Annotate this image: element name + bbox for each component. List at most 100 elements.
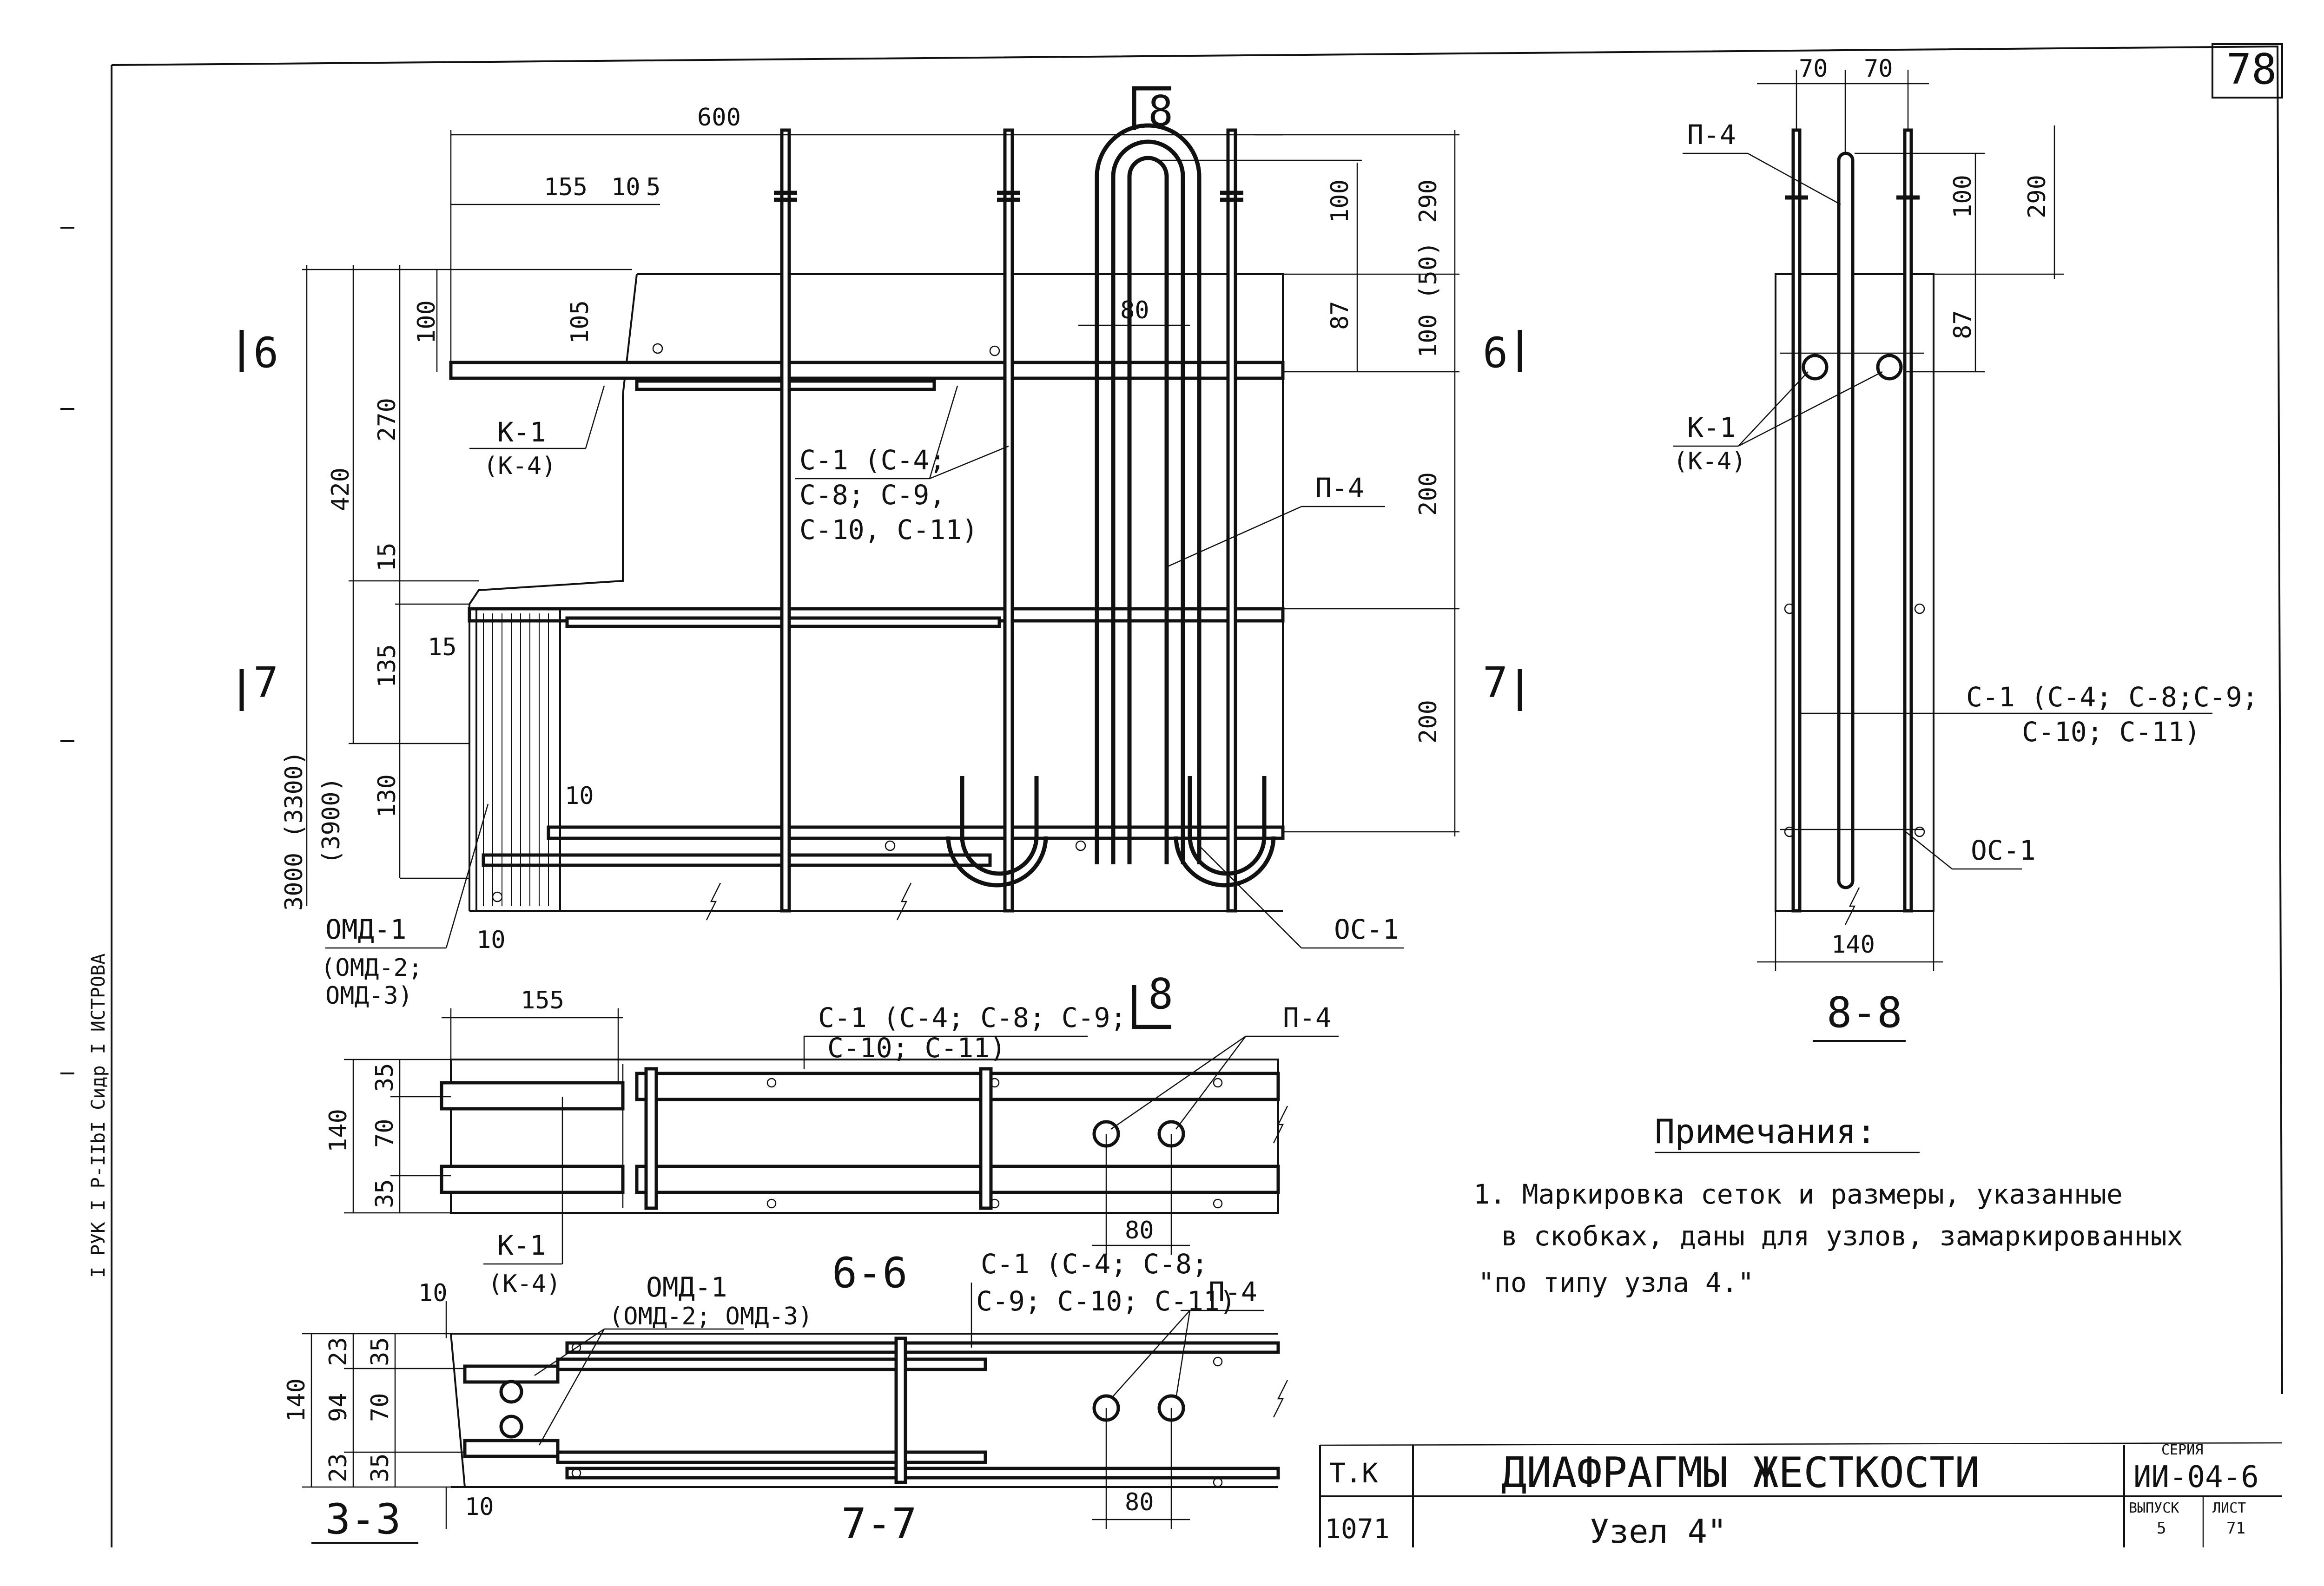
- s77-d10bot: 10: [465, 1493, 494, 1521]
- s66-label-c1-line2: С-10; С-11): [827, 1032, 1006, 1064]
- s77-label-omd23: (ОМД-2; ОМД-3): [609, 1303, 812, 1330]
- s77-label-p4: П-4: [1208, 1276, 1257, 1308]
- dim-h130: 130: [373, 774, 401, 818]
- s77-d70: 70: [366, 1393, 394, 1422]
- s88-d100: 100: [1949, 175, 1977, 218]
- s88-d140: 140: [1831, 931, 1875, 959]
- s88-label-k4: (К-4): [1673, 448, 1746, 475]
- s88-label-p4: П-4: [1687, 119, 1736, 151]
- cut6-right: 6: [1483, 329, 1508, 377]
- s77-d23b: 23: [324, 1453, 352, 1482]
- dim-h270: 270: [373, 398, 401, 441]
- s88-d290: 290: [2023, 175, 2051, 218]
- label-c1-line2: С-8; С-9,: [799, 479, 945, 511]
- s77-label-c1-line2: С-9; С-10; С-11): [976, 1285, 1236, 1317]
- s77-d23a: 23: [324, 1337, 352, 1366]
- top-dimensions: 600 155 10 5: [450, 104, 1283, 362]
- s88-d87: 87: [1949, 310, 1977, 339]
- tb-series: ИИ-04-6: [2133, 1460, 2259, 1494]
- label-omd3: ОМД-3): [325, 982, 413, 1010]
- section-8-8: 70 70 100 290 87 140 П-4 К-1 (К-4) С-1 (…: [1673, 55, 2258, 1042]
- cut8-bottom: 8: [1148, 970, 1173, 1019]
- section-cut-markers: 6 6 7 7 8 8: [239, 86, 1522, 1029]
- s88-label-c1-line2: С-10; С-11): [2022, 716, 2200, 748]
- tb-issue-label: ВЫПУСК: [2129, 1500, 2179, 1516]
- s66-title: 6-6: [832, 1249, 908, 1297]
- title-block: Т.К 1071 ДИАФРАГМЫ ЖЕСТКОСТИ Узел 4" СЕР…: [1319, 1442, 2282, 1551]
- dim-w600: 600: [697, 104, 741, 132]
- page-number: 78: [2226, 45, 2277, 94]
- s33-title: 3-3: [325, 1495, 401, 1544]
- dim-hAll: 3000 (3300): [280, 751, 308, 911]
- s77-d94: 94: [324, 1393, 352, 1422]
- s88-d70b: 70: [1864, 55, 1893, 83]
- tb-title: ДИАФРАГМЫ ЖЕСТКОСТИ: [1501, 1448, 1980, 1497]
- dim-h105: 105: [566, 300, 594, 344]
- label-c1-line1: С-1 (С-4;: [799, 444, 945, 476]
- left-margin-text: I РУК I Р-IIbI Сидр I ИСТРОВА: [88, 954, 109, 1278]
- dim-r100_50: 100 (50): [1414, 242, 1442, 358]
- dim-r87: 87: [1326, 301, 1354, 330]
- cut8-top: 8: [1148, 87, 1173, 136]
- dim-h15b: 15: [428, 633, 457, 661]
- s88-title: 8-8: [1827, 988, 1902, 1037]
- s77-label-omd1: ОМД-1: [646, 1271, 727, 1303]
- dim-hAll2: (3900): [317, 777, 345, 864]
- notes-line3: "по типу узла 4.": [1478, 1267, 1754, 1298]
- dim-r200b: 200: [1414, 700, 1442, 744]
- s77-label-c1-line1: С-1 (С-4; С-8;: [981, 1248, 1208, 1280]
- s77-d35a: 35: [366, 1337, 394, 1366]
- s66-label-c1-line1: С-1 (С-4; С-8; С-9;: [818, 1002, 1126, 1033]
- main-elevation-view: 3000 (3300) (3900) 420 270 100 105 15 13…: [239, 86, 1522, 1029]
- tb-subtitle: Узел 4": [1590, 1513, 1727, 1551]
- s66-d140: 140: [324, 1109, 352, 1152]
- dim-h10: 10: [565, 782, 594, 810]
- dim-r200a: 200: [1414, 472, 1442, 516]
- dim-h420: 420: [327, 467, 355, 511]
- section-7-7: 10 140 23 94 23 35 70 35 10 80 ОМД-1 (ОМ…: [283, 1248, 1288, 1548]
- s88-label-oc1: ОС-1: [1971, 835, 2036, 866]
- notes-line1: 1. Маркировка сеток и размеры, указанные: [1473, 1178, 2123, 1210]
- dim-b10: 10: [476, 926, 506, 954]
- s66-d80: 80: [1125, 1217, 1154, 1244]
- tb-series-label: СЕРИЯ: [2161, 1442, 2203, 1458]
- dim-w5: 5: [646, 173, 660, 201]
- s77-title: 7-7: [841, 1500, 917, 1548]
- tb-tk: Т.К: [1329, 1457, 1378, 1489]
- tb-sheet: 71: [2226, 1519, 2245, 1538]
- cut7-right: 7: [1483, 658, 1508, 707]
- s66-d35b: 35: [371, 1179, 399, 1208]
- dim-h135: 135: [373, 644, 401, 688]
- s66-label-k1: К-1: [497, 1230, 546, 1261]
- section-6-6: 155 140 35 70 35 80 С-1 (С-4; С-8; С-9; …: [324, 987, 1339, 1298]
- s66-d35a: 35: [371, 1063, 399, 1092]
- omd-plate-hatching: [483, 613, 549, 906]
- notes-block: Примечания: 1. Маркировка сеток и размер…: [1473, 1112, 2183, 1298]
- s88-label-k1: К-1: [1687, 412, 1736, 443]
- right-dimensions: 290 100 87 100 (50) 200 200 80: [1078, 130, 1459, 836]
- label-omd1: ОМД-1: [325, 914, 407, 945]
- dim-w155: 155: [544, 173, 588, 201]
- cut6-left: 6: [253, 329, 278, 377]
- label-k1: К-1: [497, 416, 546, 448]
- notes-line2: в скобках, даны для узлов, замаркированн…: [1501, 1220, 2183, 1252]
- tb-code: 1071: [1325, 1513, 1390, 1545]
- tb-issue: 5: [2157, 1519, 2166, 1538]
- s66-d155: 155: [521, 987, 564, 1014]
- dim-r290: 290: [1414, 179, 1442, 223]
- left-dimensions: 3000 (3300) (3900) 420 270 100 105 15 13…: [280, 265, 632, 954]
- main-callouts: К-1 (К-4) С-1 (С-4; С-8; С-9, С-10, С-11…: [321, 385, 1404, 1010]
- label-oc1: ОС-1: [1334, 914, 1399, 945]
- tb-sheet-label: ЛИСТ: [2212, 1500, 2246, 1516]
- s77-d10top: 10: [418, 1279, 448, 1307]
- s66-d70: 70: [371, 1119, 399, 1148]
- dim-h100: 100: [413, 300, 441, 344]
- sheet-frame: 78 I РУК I Р-IIbI Сидр I ИСТРОВА: [60, 43, 2283, 1547]
- s66-label-k4: (К-4): [488, 1270, 561, 1298]
- label-p4: П-4: [1315, 472, 1364, 504]
- label-k4: (К-4): [483, 452, 556, 480]
- label-c1-line3: С-10, С-11): [799, 514, 978, 546]
- dim-h15a: 15: [373, 542, 401, 572]
- dim-w10: 10: [611, 173, 640, 201]
